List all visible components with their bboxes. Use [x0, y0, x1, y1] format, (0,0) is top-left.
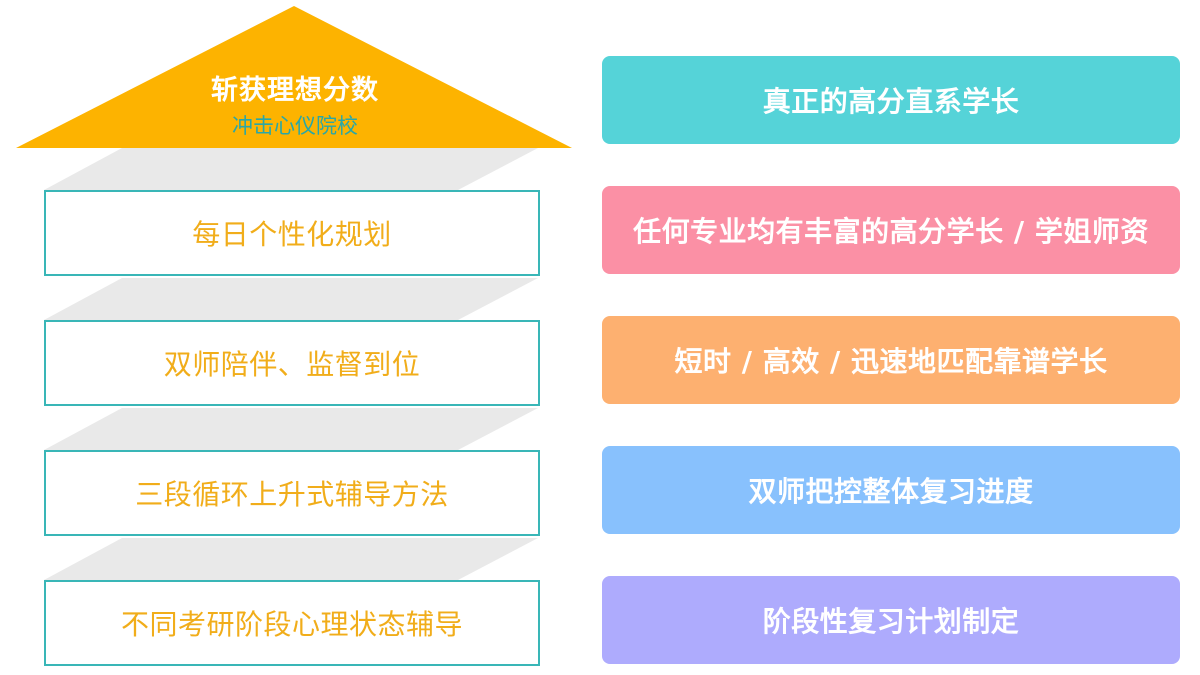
step-box-2: 双师陪伴、监督到位 — [44, 320, 540, 406]
stair-shadow — [44, 538, 538, 580]
roof-triangle — [16, 6, 572, 148]
highlight-pill-5: 阶段性复习计划制定 — [602, 576, 1180, 664]
roof-subtitle: 冲击心仪院校 — [232, 114, 358, 138]
highlight-pill-4: 双师把控整体复习进度 — [602, 446, 1180, 534]
stair-shadow — [44, 148, 538, 190]
highlight-pill-1: 真正的高分直系学长 — [602, 56, 1180, 144]
step-box-4: 不同考研阶段心理状态辅导 — [44, 580, 540, 666]
highlight-pill-2: 任何专业均有丰富的高分学长 / 学姐师资 — [602, 186, 1180, 274]
stair-shadow — [44, 408, 538, 450]
step-box-3: 三段循环上升式辅导方法 — [44, 450, 540, 536]
roof-title: 斩获理想分数 — [211, 75, 379, 106]
step-box-1: 每日个性化规划 — [44, 190, 540, 276]
stair-shadow — [44, 278, 538, 320]
highlight-pill-3: 短时 / 高效 / 迅速地匹配靠谱学长 — [602, 316, 1180, 404]
pyramid-graphic — [16, 6, 572, 580]
